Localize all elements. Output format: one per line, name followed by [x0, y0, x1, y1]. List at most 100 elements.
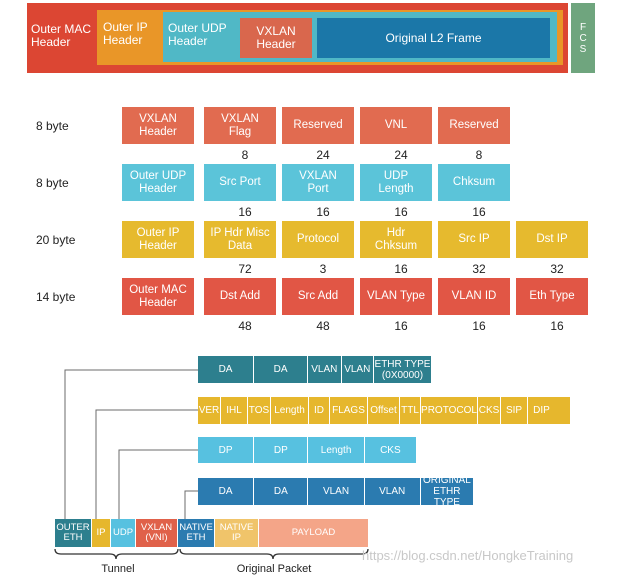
udp-cell: CKS [364, 437, 416, 463]
field-bits: 16 [394, 319, 408, 333]
field-bits: 32 [550, 262, 564, 276]
field-box: Eth Type [516, 278, 588, 315]
field-bits: 48 [238, 319, 252, 333]
field-box: Src Port [204, 164, 276, 201]
field-bits: 16 [472, 319, 486, 333]
field-bits: 16 [316, 205, 330, 219]
row-size-label: 8 byte [36, 119, 69, 133]
ip-cell: CKS [478, 397, 501, 424]
packet-segment: OUTER ETH [55, 519, 92, 547]
udp-cell: DP [198, 437, 255, 463]
field-box: Src Add [282, 278, 354, 315]
ip-cell: SIP [501, 397, 528, 424]
connector-udp [118, 449, 198, 519]
udp-cell: Length [308, 437, 365, 463]
ip-cell: PROTOCOL [421, 397, 478, 424]
field-box: Src IP [438, 221, 510, 258]
packet-segment: IP [92, 519, 111, 547]
ip-cell: TTL [400, 397, 421, 424]
tunnel-brace [54, 548, 179, 560]
field-box: IP Hdr Misc Data [204, 221, 276, 258]
eth-inner-cell: VLAN [364, 478, 421, 505]
field-box: Outer MAC Header [122, 278, 194, 315]
field-box: VXLAN Port [282, 164, 354, 201]
field-box: Dst Add [204, 278, 276, 315]
field-box: Reserved [438, 107, 510, 144]
ip-cell: FLAGS [330, 397, 368, 424]
eth-inner-cell: VLAN [308, 478, 365, 505]
eth-inner-cell: DA [198, 478, 255, 505]
ip-cell: Length [271, 397, 309, 424]
tunnel-caption: Tunnel [101, 563, 135, 575]
fcs-frame: FCS [571, 3, 595, 73]
eth-outer-cell: VLAN [341, 356, 374, 383]
packet-segment: NATIVE ETH [178, 519, 215, 547]
outer-ip-label: Outer IP Header [103, 20, 148, 47]
field-bits: 24 [394, 148, 408, 162]
packet-segment: NATIVE IP [215, 519, 259, 547]
field-bits: 16 [550, 319, 564, 333]
ip-cell: Offset [368, 397, 400, 424]
field-box: UDP Length [360, 164, 432, 201]
field-box: Outer UDP Header [122, 164, 194, 201]
row-size-label: 8 byte [36, 176, 69, 190]
field-box: Dst IP [516, 221, 588, 258]
fcs-label: FCS [579, 21, 587, 55]
udp-cell: DP [254, 437, 309, 463]
field-box: Hdr Chksum [360, 221, 432, 258]
connector-ip [95, 409, 198, 519]
eth-outer-cell: ETHR TYPE (0X0000) [374, 356, 431, 383]
ip-cell: TOS [248, 397, 271, 424]
row-size-label: 14 byte [36, 290, 76, 304]
ip-cell: VER [198, 397, 221, 424]
eth-outer-cell: VLAN [308, 356, 342, 383]
outer-udp-label: Outer UDP Header [168, 21, 227, 48]
original-packet-caption: Original Packet [236, 563, 312, 575]
field-box: Outer IP Header [122, 221, 194, 258]
field-bits: 32 [472, 262, 486, 276]
field-bits: 16 [394, 205, 408, 219]
packet-segment: PAYLOAD [259, 519, 368, 547]
ip-cell: IHL [221, 397, 248, 424]
field-box: VLAN Type [360, 278, 432, 315]
field-bits: 16 [394, 262, 408, 276]
field-box: VXLAN Flag [204, 107, 276, 144]
field-box: Chksum [438, 164, 510, 201]
vxlan-header-frame: VXLAN Header [240, 18, 312, 58]
ip-cell: DIP [528, 397, 555, 424]
field-box: Protocol [282, 221, 354, 258]
field-box: Reserved [282, 107, 354, 144]
field-bits: 72 [238, 262, 252, 276]
ip-cell: ID [309, 397, 330, 424]
field-bits: 48 [316, 319, 330, 333]
packet-segment: UDP [111, 519, 136, 547]
row-size-label: 20 byte [36, 233, 76, 247]
field-box: VXLAN Header [122, 107, 194, 144]
field-bits: 8 [241, 148, 249, 162]
watermark-text: https://blog.csdn.net/HongkeTraining [362, 548, 574, 563]
original-packet-brace [179, 548, 369, 560]
field-bits: 24 [316, 148, 330, 162]
eth-inner-cell: ORIGINAL ETHR TYPE [420, 475, 474, 508]
connector-outer-eth [64, 369, 198, 519]
field-bits: 8 [475, 148, 483, 162]
field-bits: 16 [238, 205, 252, 219]
eth-outer-cell: DA [198, 356, 255, 383]
field-box: VLAN ID [438, 278, 510, 315]
field-box: VNL [360, 107, 432, 144]
outer-mac-label: Outer MAC Header [31, 22, 92, 49]
original-l2-frame: Original L2 Frame [317, 18, 550, 58]
connector-native-eth [184, 490, 198, 519]
eth-inner-cell: DA [254, 478, 309, 505]
eth-outer-cell: DA [254, 356, 309, 383]
packet-segment: VXLAN (VNI) [136, 519, 178, 547]
field-bits: 3 [319, 262, 327, 276]
field-bits: 16 [472, 205, 486, 219]
